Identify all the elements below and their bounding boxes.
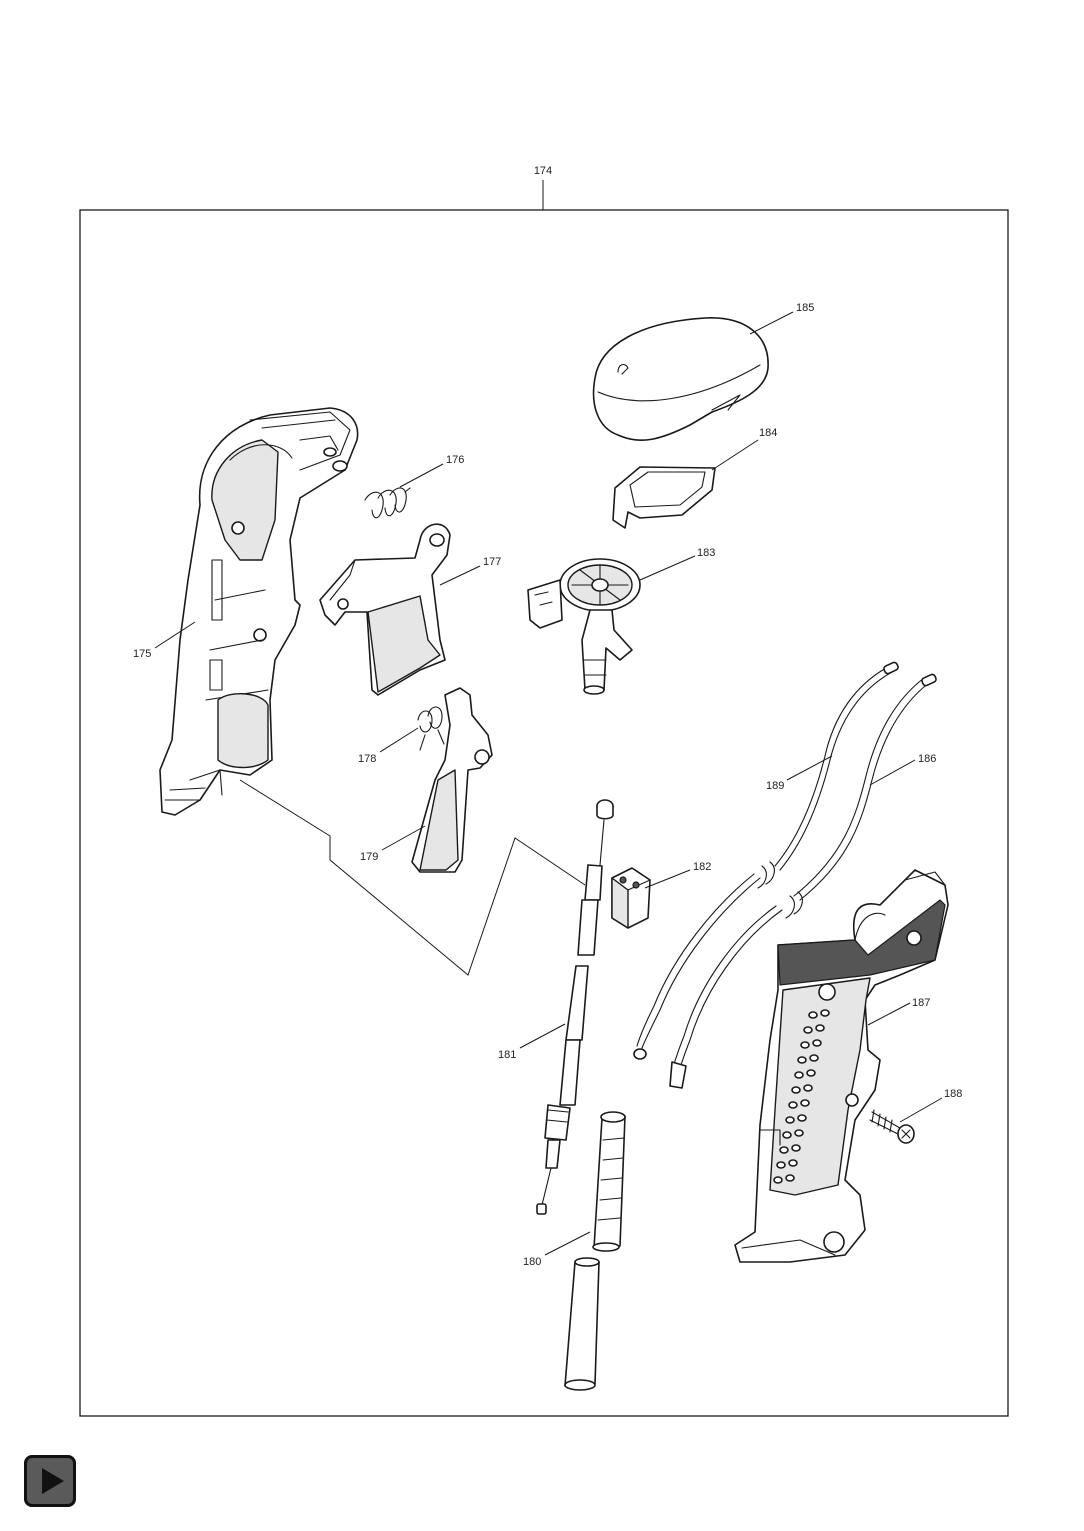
leader-175	[154, 621, 196, 649]
part-182-cable-holder	[611, 867, 651, 929]
leader-188	[899, 1097, 943, 1123]
assembly-connector-line	[239, 779, 586, 976]
part-180-grip-tube	[564, 1111, 626, 1391]
callout-177: 177	[483, 556, 501, 568]
part-183-switch-knob	[527, 558, 641, 695]
grip-holes	[773, 1009, 830, 1184]
callout-186: 186	[918, 753, 936, 765]
part-189-wire	[633, 661, 899, 1060]
callout-182: 182	[693, 861, 711, 873]
callout-180: 180	[523, 1256, 541, 1268]
part-184-gasket	[612, 466, 716, 529]
leader-180	[544, 1231, 591, 1256]
part-178-lockout-spring	[417, 706, 445, 751]
leader-181	[519, 1023, 566, 1049]
callout-179: 179	[360, 851, 378, 863]
leader-189	[786, 755, 833, 781]
assembly-frame	[79, 209, 1009, 1417]
leader-184	[711, 439, 759, 471]
callout-184: 184	[759, 427, 777, 439]
callout-176: 176	[446, 454, 464, 466]
leader-179	[381, 825, 426, 851]
callout-175: 175	[133, 648, 151, 660]
leader-187	[867, 1002, 911, 1026]
callout-181: 181	[498, 1049, 516, 1061]
callout-178: 178	[358, 753, 376, 765]
part-187-right-handle-half	[734, 869, 949, 1263]
play-icon	[42, 1468, 64, 1494]
leader-176	[399, 463, 444, 488]
part-175-left-handle-half	[159, 407, 359, 816]
callout-188: 188	[944, 1088, 962, 1100]
leader-182	[644, 869, 691, 889]
part-181-throttle-cable	[536, 799, 614, 1215]
part-176-spring	[364, 487, 411, 519]
part-179-lockout-lever	[411, 687, 493, 873]
part-186-wire	[669, 673, 937, 1089]
part-185-cover	[592, 317, 769, 441]
leader-177	[439, 565, 481, 586]
callout-185: 185	[796, 302, 814, 314]
callout-174: 174	[534, 165, 552, 177]
part-177-throttle-lever	[319, 523, 451, 696]
leader-183	[639, 555, 696, 581]
part-188-screw	[869, 1109, 915, 1144]
callout-183: 183	[697, 547, 715, 559]
leader-186	[869, 759, 916, 786]
callout-189: 189	[766, 780, 784, 792]
callout-187: 187	[912, 997, 930, 1009]
leader-178	[379, 727, 419, 753]
leader-185	[749, 311, 794, 335]
play-button[interactable]	[24, 1455, 76, 1507]
